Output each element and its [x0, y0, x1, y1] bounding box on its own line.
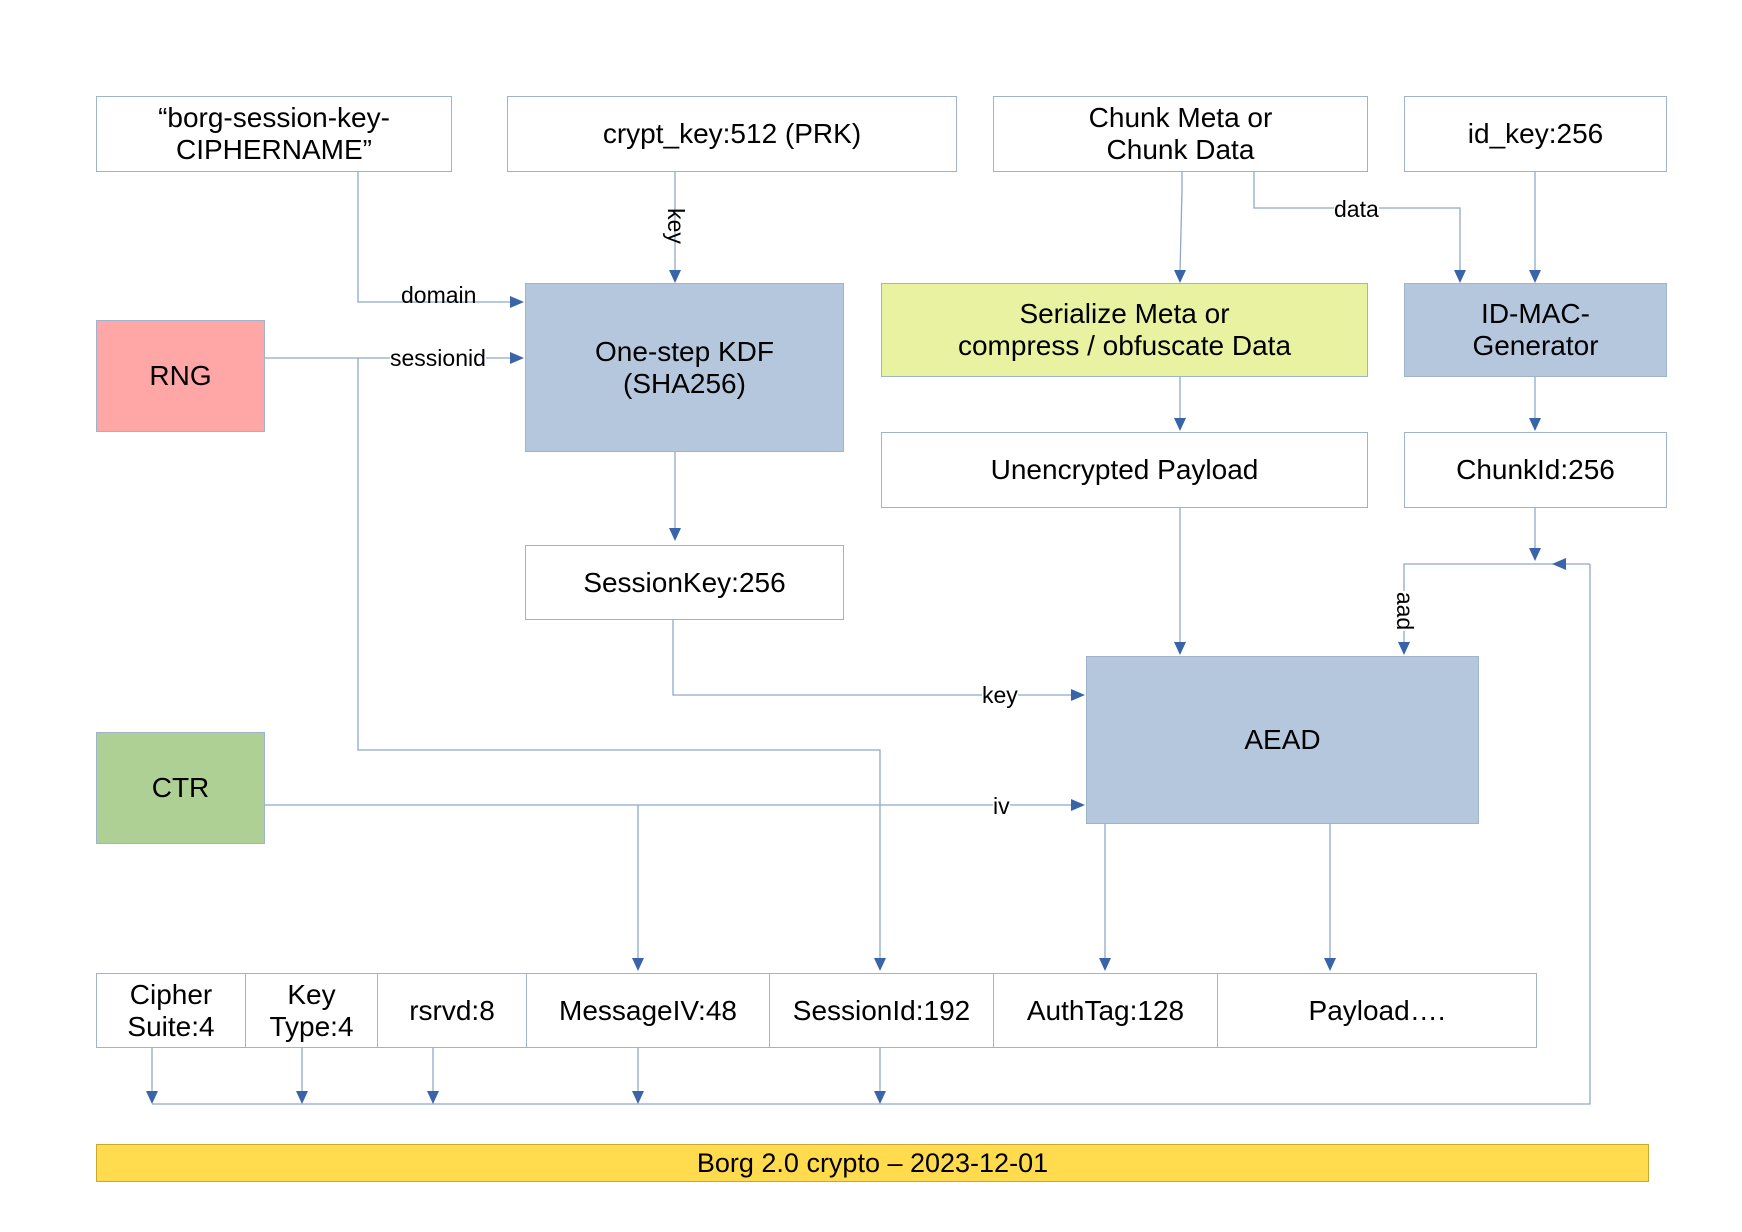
session-key-box: SessionKey:256 [525, 545, 844, 620]
header-field-rsrvd: rsrvd:8 [377, 973, 527, 1048]
id-mac-generator-box: ID-MAC- Generator [1404, 283, 1667, 377]
header-field-payload: Payload…. [1217, 973, 1537, 1048]
edge-label-data: data [1334, 196, 1379, 222]
edge-label-key-vertical: key [663, 208, 689, 244]
edge-label-key-horizontal: key [982, 682, 1018, 708]
rng-box: RNG [96, 320, 265, 432]
aead-box: AEAD [1086, 656, 1479, 824]
edge-label-sessionid: sessionid [390, 345, 486, 371]
chunk-input-box: Chunk Meta or Chunk Data [993, 96, 1368, 172]
header-field-auth-tag: AuthTag:128 [993, 973, 1218, 1048]
chunk-id-box: ChunkId:256 [1404, 432, 1667, 508]
kdf-box: One-step KDF (SHA256) [525, 283, 844, 452]
footer-banner: Borg 2.0 crypto – 2023-12-01 [96, 1144, 1649, 1182]
header-field-session-id: SessionId:192 [769, 973, 994, 1048]
header-field-key-type: Key Type:4 [245, 973, 378, 1048]
domain-string-box: “borg-session-key- CIPHERNAME” [96, 96, 452, 172]
edge-label-iv: iv [993, 793, 1010, 819]
header-field-cipher-suite: Cipher Suite:4 [96, 973, 246, 1048]
ctr-box: CTR [96, 732, 265, 844]
header-field-message-iv: MessageIV:48 [526, 973, 770, 1048]
edge-label-domain: domain [401, 282, 477, 308]
edge-label-aad: aad [1392, 591, 1418, 631]
serialize-box: Serialize Meta or compress / obfuscate D… [881, 283, 1368, 377]
unencrypted-payload-box: Unencrypted Payload [881, 432, 1368, 508]
crypt-key-box: crypt_key:512 (PRK) [507, 96, 957, 172]
id-key-box: id_key:256 [1404, 96, 1667, 172]
